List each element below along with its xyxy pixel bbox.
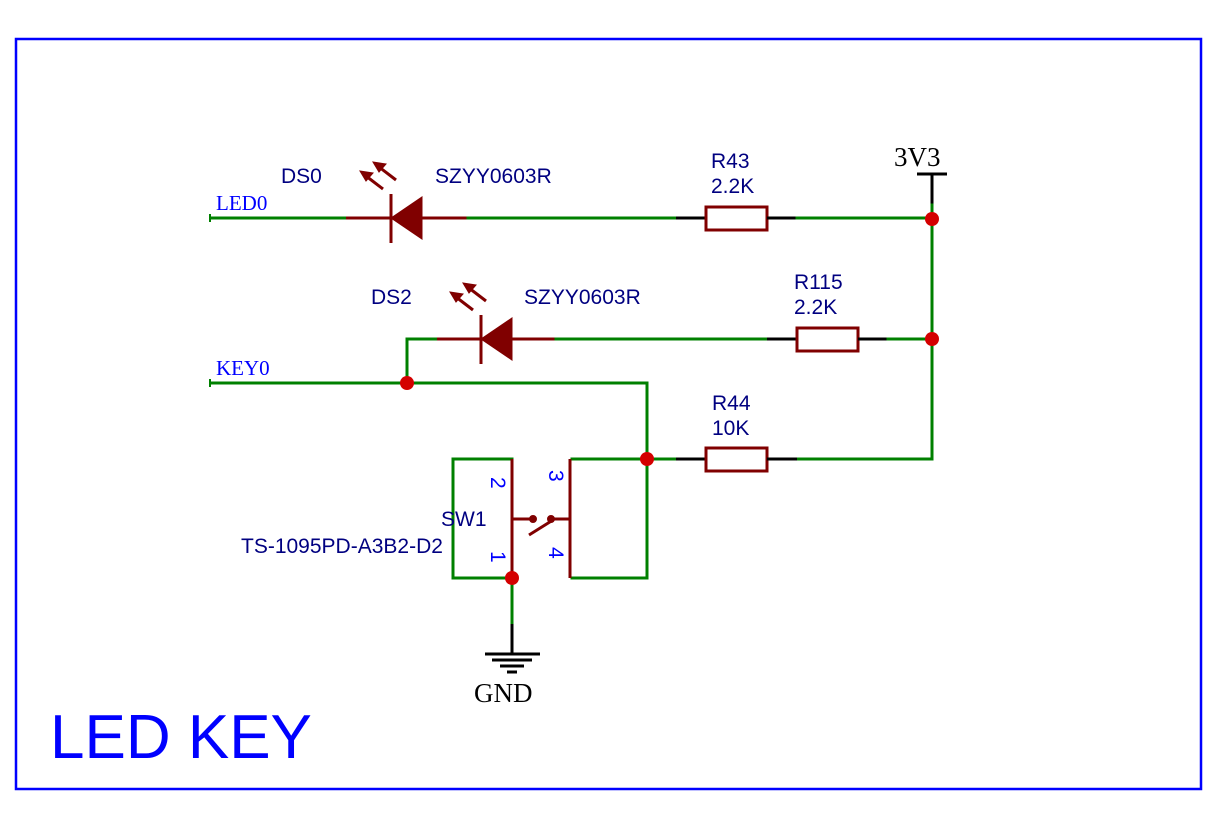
ds2-designator: DS2 [371, 286, 412, 309]
r44-designator: R44 [712, 392, 751, 415]
power-label-gnd: GND [474, 678, 533, 708]
net-label-key0[interactable]: KEY0 [216, 356, 270, 380]
sheet-title: LED KEY [50, 703, 312, 772]
r43-designator: R43 [711, 150, 750, 173]
resistor-r43[interactable]: R43 2.2K [676, 150, 797, 232]
led-anode-triangle [480, 317, 513, 361]
light-arrows-icon [449, 282, 487, 312]
sw1-pin-1: 1 [486, 551, 509, 563]
led-ds0[interactable]: DS0 SZYY0603R [281, 161, 552, 243]
resistor-r115[interactable]: R115 2.2K [767, 271, 888, 353]
r115-value: 2.2K [794, 296, 837, 319]
sw1-value: TS-1095PD-A3B2-D2 [241, 535, 443, 558]
switch-sw1[interactable]: 2 1 3 4 SW1 TS-1095PD-A3B2-D2 [241, 459, 572, 578]
resistor-r44[interactable]: R44 10K [676, 392, 797, 473]
power-port-3v3[interactable]: 3V3 [894, 142, 947, 205]
ds0-designator: DS0 [281, 165, 322, 188]
wire-sw-left-loop [451, 457, 514, 580]
led-ds2[interactable]: DS2 SZYY0603R [371, 282, 641, 364]
junction-dot [925, 332, 939, 346]
junction-dot [640, 452, 654, 466]
vcc-rail [795, 203, 934, 461]
r115-designator: R115 [794, 271, 843, 294]
key0-net: KEY0 [209, 356, 649, 580]
switch-actuator [528, 518, 554, 537]
led0-net: LED0 [209, 191, 348, 222]
junction-dot [400, 376, 414, 390]
net-label-led0[interactable]: LED0 [216, 191, 267, 215]
ds2-value: SZYY0603R [524, 286, 641, 309]
power-port-gnd[interactable]: GND [474, 624, 540, 708]
r43-value: 2.2K [711, 175, 754, 198]
power-label-3v3: 3V3 [894, 142, 941, 172]
sw1-pin-3: 3 [544, 470, 567, 482]
r44-value: 10K [712, 417, 749, 440]
led-anode-triangle [390, 196, 423, 240]
sw1-pin-4: 4 [544, 547, 567, 559]
sw1-pin-2: 2 [486, 477, 509, 489]
sheet-border [14, 37, 1203, 791]
ds0-value: SZYY0603R [435, 165, 552, 188]
junction-dot [925, 212, 939, 226]
wire-key0-ds2 [405, 337, 439, 385]
junctions [400, 212, 939, 585]
junction-dot [505, 571, 519, 585]
sw1-designator: SW1 [441, 508, 487, 531]
light-arrows-icon [359, 161, 397, 191]
